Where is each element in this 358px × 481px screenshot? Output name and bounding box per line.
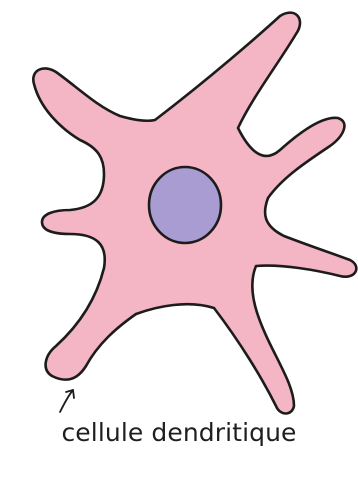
nucleus: [149, 167, 221, 243]
diagram-label: cellule dendritique: [0, 418, 358, 447]
pointer-arrow: [60, 390, 74, 412]
